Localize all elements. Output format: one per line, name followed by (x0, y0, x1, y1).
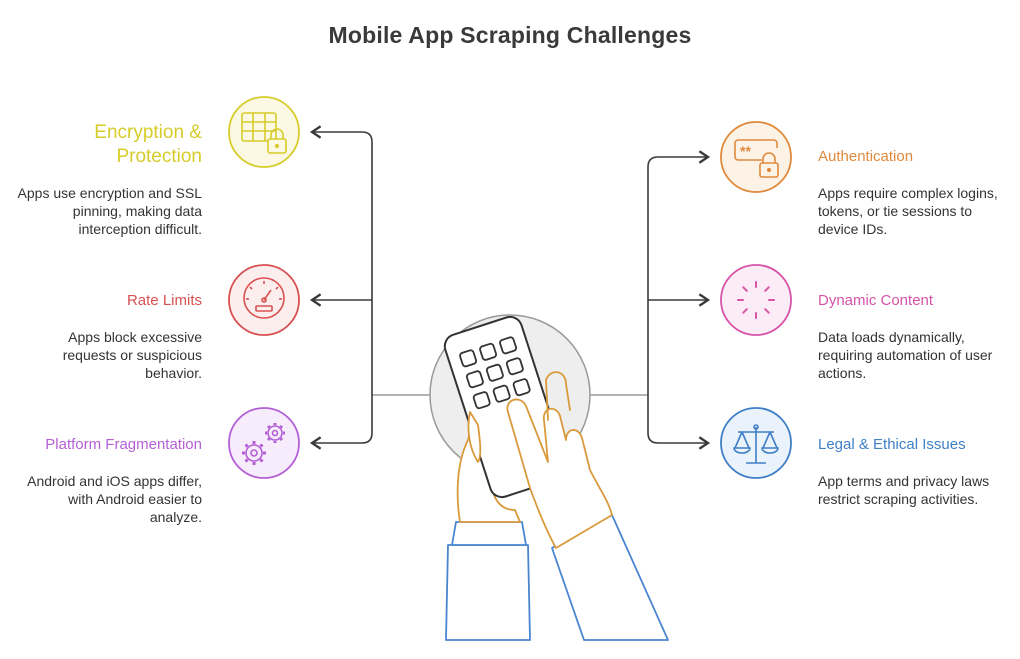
left-cuff (451, 521, 527, 546)
auth-label: Authentication (818, 148, 914, 165)
right-connector-tree (647, 150, 711, 450)
rate-desc: Apps block excessive requests or suspici… (62, 329, 202, 381)
scales-icon (733, 424, 779, 464)
auth-node: ** (720, 121, 792, 193)
loading-spinner-icon (737, 281, 775, 319)
dynamic-label: Dynamic Content (818, 292, 934, 309)
gears-icon (242, 423, 285, 465)
platform-desc: Android and iOS apps differ, with Androi… (27, 473, 202, 525)
dynamic-desc: Data loads dynamically, requiring automa… (818, 329, 993, 381)
left-connector-tree (309, 125, 373, 450)
svg-text:**: ** (740, 143, 751, 159)
phone-hands-illustration (443, 315, 669, 641)
encryption-node (228, 96, 300, 168)
page-title: Mobile App Scraping Challenges (328, 22, 692, 48)
rate-label: Rate Limits (126, 292, 202, 309)
left-thumb (467, 411, 482, 463)
platform-label: Platform Fragmentation (45, 436, 202, 453)
right-hand (506, 398, 613, 549)
encryption-label: Encryption & Protection (94, 122, 202, 167)
rate-node (228, 264, 300, 336)
legal-node (720, 407, 792, 479)
password-lock-icon: ** (734, 139, 779, 178)
platform-node (228, 407, 300, 479)
table-lock-icon (241, 112, 287, 154)
auth-desc: Apps require complex logins, tokens, or … (818, 185, 998, 237)
right-finger-top (545, 371, 571, 411)
legal-desc: App terms and privacy laws restrict scra… (818, 473, 990, 507)
right-finger-joint (545, 379, 549, 421)
legal-label: Legal & Ethical Issues (818, 436, 966, 453)
speedometer-icon (243, 277, 285, 319)
left-sleeve (445, 544, 531, 641)
dynamic-node (720, 264, 792, 336)
encryption-desc: Apps use encryption and SSL pinning, mak… (17, 185, 202, 237)
